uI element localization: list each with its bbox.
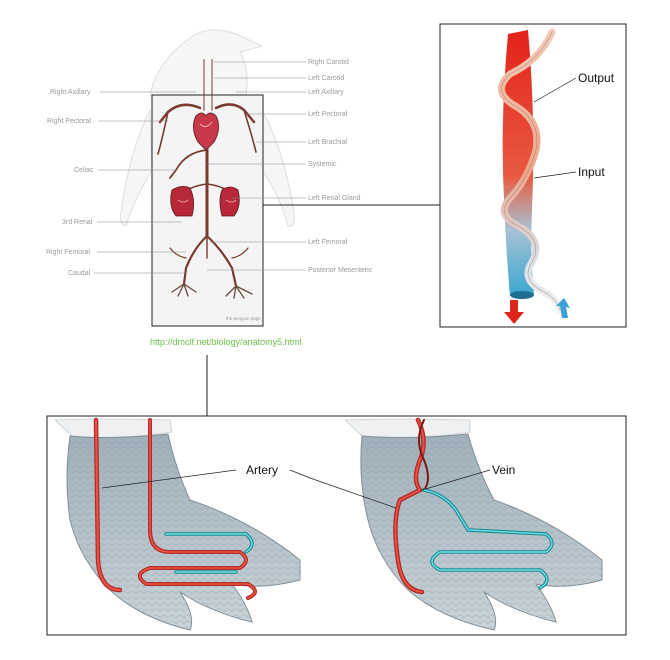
heart bbox=[192, 112, 220, 151]
label-left-carotid: Left Carotid bbox=[308, 75, 344, 82]
label-systemic: Systemic bbox=[308, 161, 337, 168]
label-left-pectoral: Left Pectoral bbox=[308, 111, 348, 118]
connector-lines bbox=[206, 204, 440, 416]
label-third-renal: 3rd Renal bbox=[62, 219, 93, 226]
label-vein: Vein bbox=[492, 463, 515, 477]
label-left-femoral: Left Femoral bbox=[308, 239, 348, 246]
label-celiac: Celiac bbox=[74, 167, 94, 174]
penguin-circulation-diagram: Right Carotid Left Carotid Right Axillar… bbox=[46, 29, 373, 327]
label-posterior-mesenteric: Posterior Mesenteric bbox=[308, 267, 373, 274]
leader-lines bbox=[94, 61, 306, 274]
exchanger-frame bbox=[439, 23, 627, 328]
label-left-renal-gland: Left Renal Gland bbox=[308, 195, 361, 202]
penguin-feet bbox=[171, 283, 253, 299]
foot-leader-lines bbox=[101, 469, 491, 509]
feet-panel: Artery Vein bbox=[46, 415, 627, 636]
label-input: Input bbox=[578, 165, 605, 179]
left-foot bbox=[54, 417, 301, 631]
label-left-brachial: Left Brachial bbox=[308, 139, 347, 146]
kidneys bbox=[170, 186, 240, 217]
countercurrent-exchanger-panel: Output Input bbox=[439, 23, 627, 328]
label-right-axillary: Right Axillary bbox=[50, 89, 91, 96]
credit-text: the penguin page bbox=[226, 316, 261, 321]
label-artery: Artery bbox=[246, 463, 278, 477]
label-right-carotid: Right Carotid bbox=[308, 59, 349, 66]
label-right-femoral: Right Femoral bbox=[46, 249, 90, 256]
label-caudal: Caudal bbox=[68, 270, 91, 277]
label-right-pectoral: Right Pectoral bbox=[47, 118, 91, 125]
artery-tree bbox=[157, 59, 257, 288]
label-output: Output bbox=[578, 71, 615, 85]
input-arrow bbox=[556, 298, 570, 318]
label-left-axillary: Left Axillary bbox=[308, 89, 344, 96]
vessel-opening bbox=[510, 291, 534, 299]
penguin-silhouette bbox=[120, 29, 295, 227]
output-arrow bbox=[504, 300, 524, 324]
right-foot bbox=[344, 417, 603, 631]
source-url-link[interactable]: http://dmclf.net/biology/anatomy5.html bbox=[150, 337, 302, 347]
